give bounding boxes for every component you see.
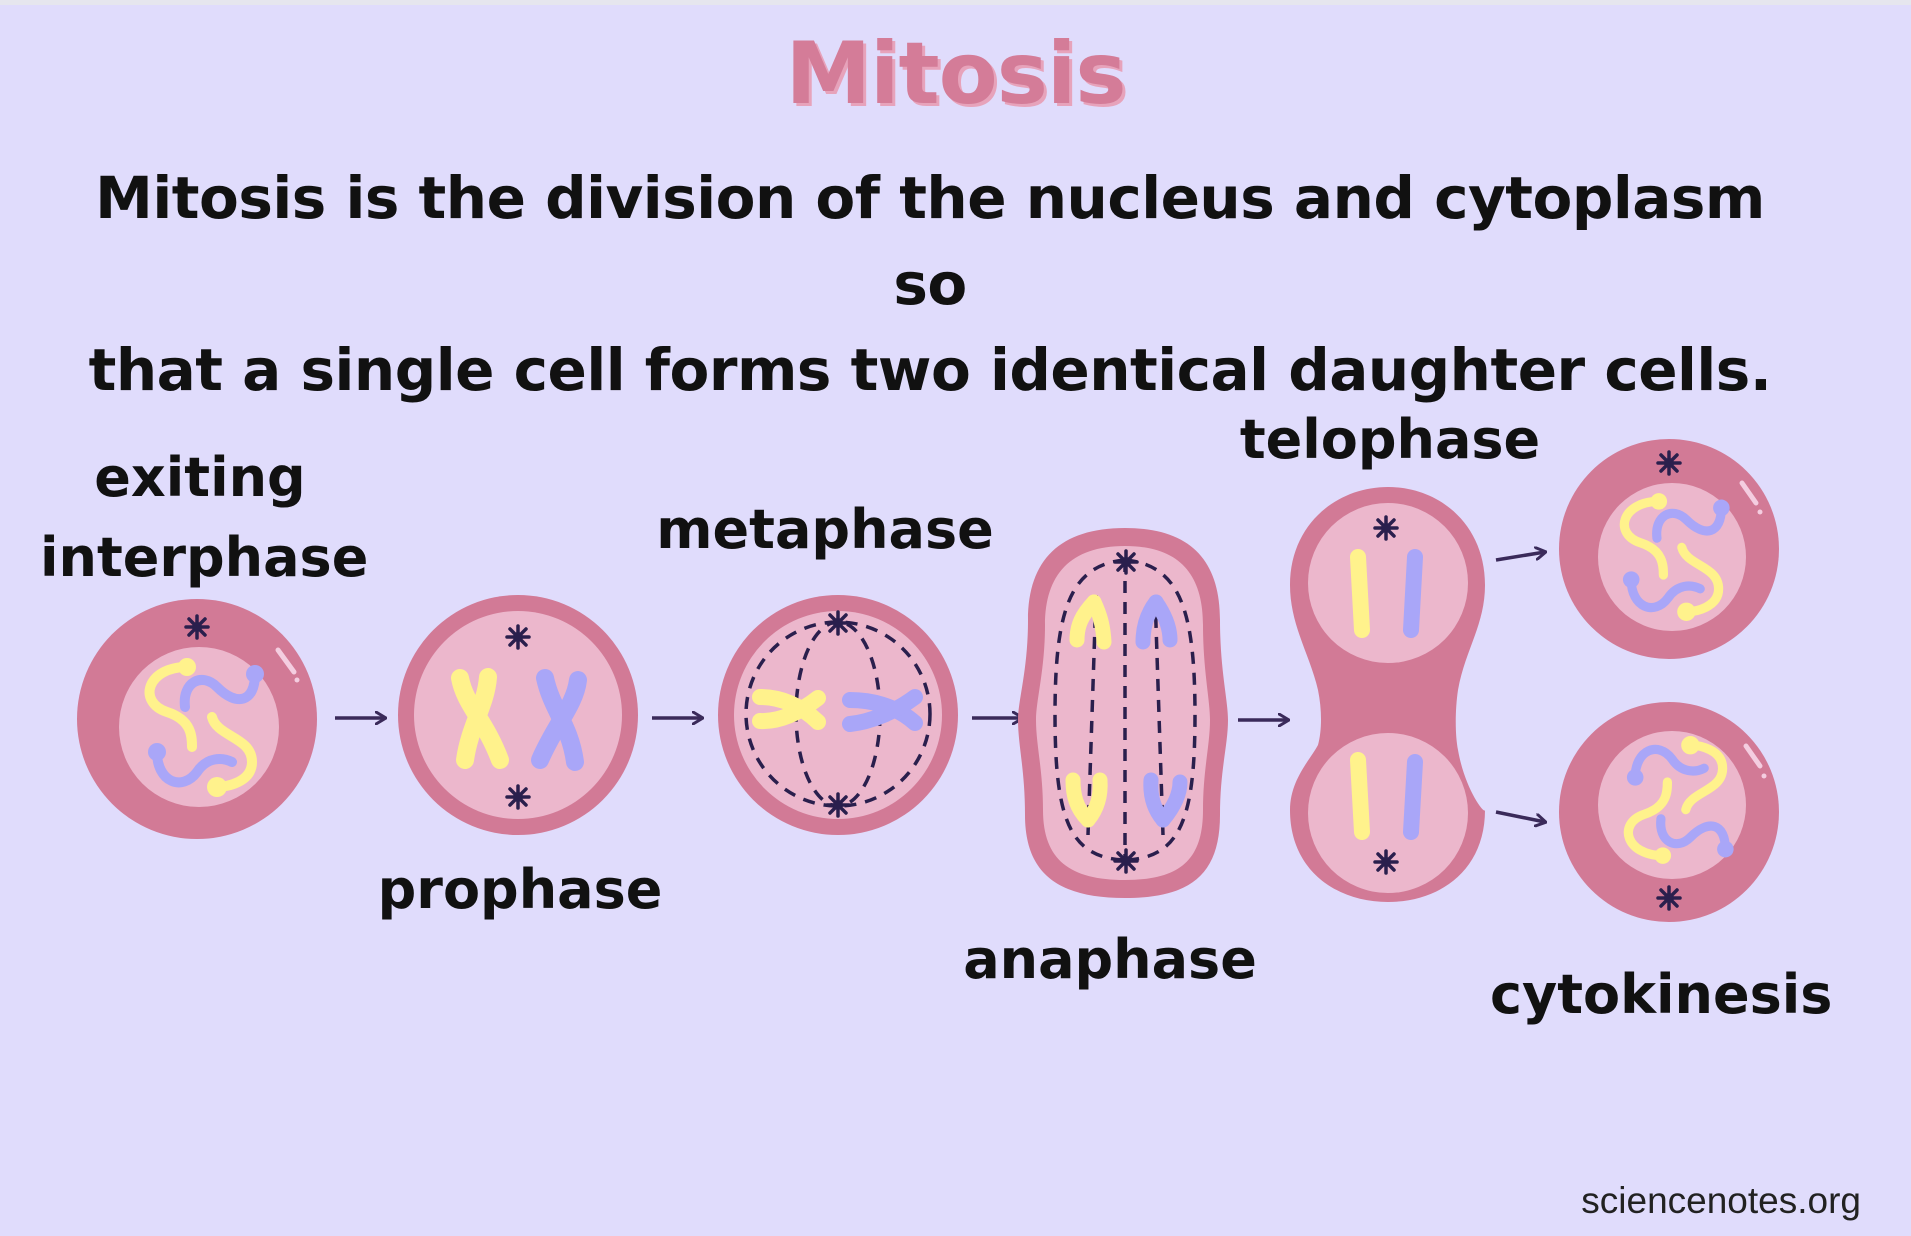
cell-exiting-interphase bbox=[77, 599, 317, 839]
centrosome-icon bbox=[1373, 849, 1399, 875]
label-anaphase: anaphase bbox=[963, 928, 1257, 991]
centrosome-icon bbox=[1656, 885, 1682, 911]
label-cytokinesis: cytokinesis bbox=[1490, 963, 1833, 1026]
label-telophase: telophase bbox=[1239, 408, 1541, 471]
centrosome-icon bbox=[1113, 848, 1139, 874]
spindle-fibers-icon bbox=[1053, 558, 1197, 862]
label-line: interphase bbox=[40, 526, 369, 589]
chromosome-yellow-icon bbox=[1350, 752, 1370, 840]
centrosome-icon bbox=[505, 624, 531, 650]
cell-prophase bbox=[398, 595, 638, 835]
centrosome-icon bbox=[825, 610, 851, 636]
centrosome-icon bbox=[1656, 450, 1682, 476]
chromosome-blue-icon bbox=[1403, 754, 1423, 840]
description: Mitosis is the division of the nucleus a… bbox=[60, 155, 1800, 413]
label-metaphase: metaphase bbox=[656, 498, 994, 561]
chromosome-blue-icon bbox=[1403, 549, 1423, 638]
top-border bbox=[0, 0, 1911, 5]
centrosome-icon bbox=[1113, 549, 1139, 575]
centrosome-icon bbox=[825, 792, 851, 818]
centrosome-icon bbox=[505, 784, 531, 810]
chromosome-yellow-icon bbox=[752, 689, 826, 730]
cell-cytokinesis-bottom bbox=[1559, 702, 1779, 922]
label-prophase: prophase bbox=[377, 858, 663, 921]
chromosome-blue-icon bbox=[842, 689, 923, 732]
chromosome-yellow-icon bbox=[1065, 594, 1112, 828]
chromosome-blue-icon bbox=[1135, 594, 1188, 828]
chromosome-yellow-icon bbox=[1350, 549, 1370, 638]
description-line-1: Mitosis is the division of the nucleus a… bbox=[95, 164, 1765, 318]
label-line: exiting bbox=[94, 446, 306, 509]
centrosome-icon bbox=[184, 614, 210, 640]
arrow-icon bbox=[1495, 552, 1545, 562]
cell-cytokinesis-top bbox=[1559, 439, 1779, 659]
source-credit: sciencenotes.org bbox=[1581, 1180, 1861, 1221]
label-exiting-interphase: exiting interphase bbox=[40, 438, 369, 598]
chromosome-blue-icon bbox=[531, 669, 587, 771]
chromosome-yellow-icon bbox=[451, 668, 509, 769]
description-line-2: that a single cell forms two identical d… bbox=[88, 336, 1772, 404]
page-title: Mitosis bbox=[785, 24, 1126, 124]
cell-metaphase bbox=[718, 595, 958, 835]
arrow-icon bbox=[1495, 810, 1545, 822]
centrosome-icon bbox=[1373, 515, 1399, 541]
cell-telophase bbox=[1290, 487, 1485, 902]
cell-anaphase bbox=[1018, 528, 1228, 898]
